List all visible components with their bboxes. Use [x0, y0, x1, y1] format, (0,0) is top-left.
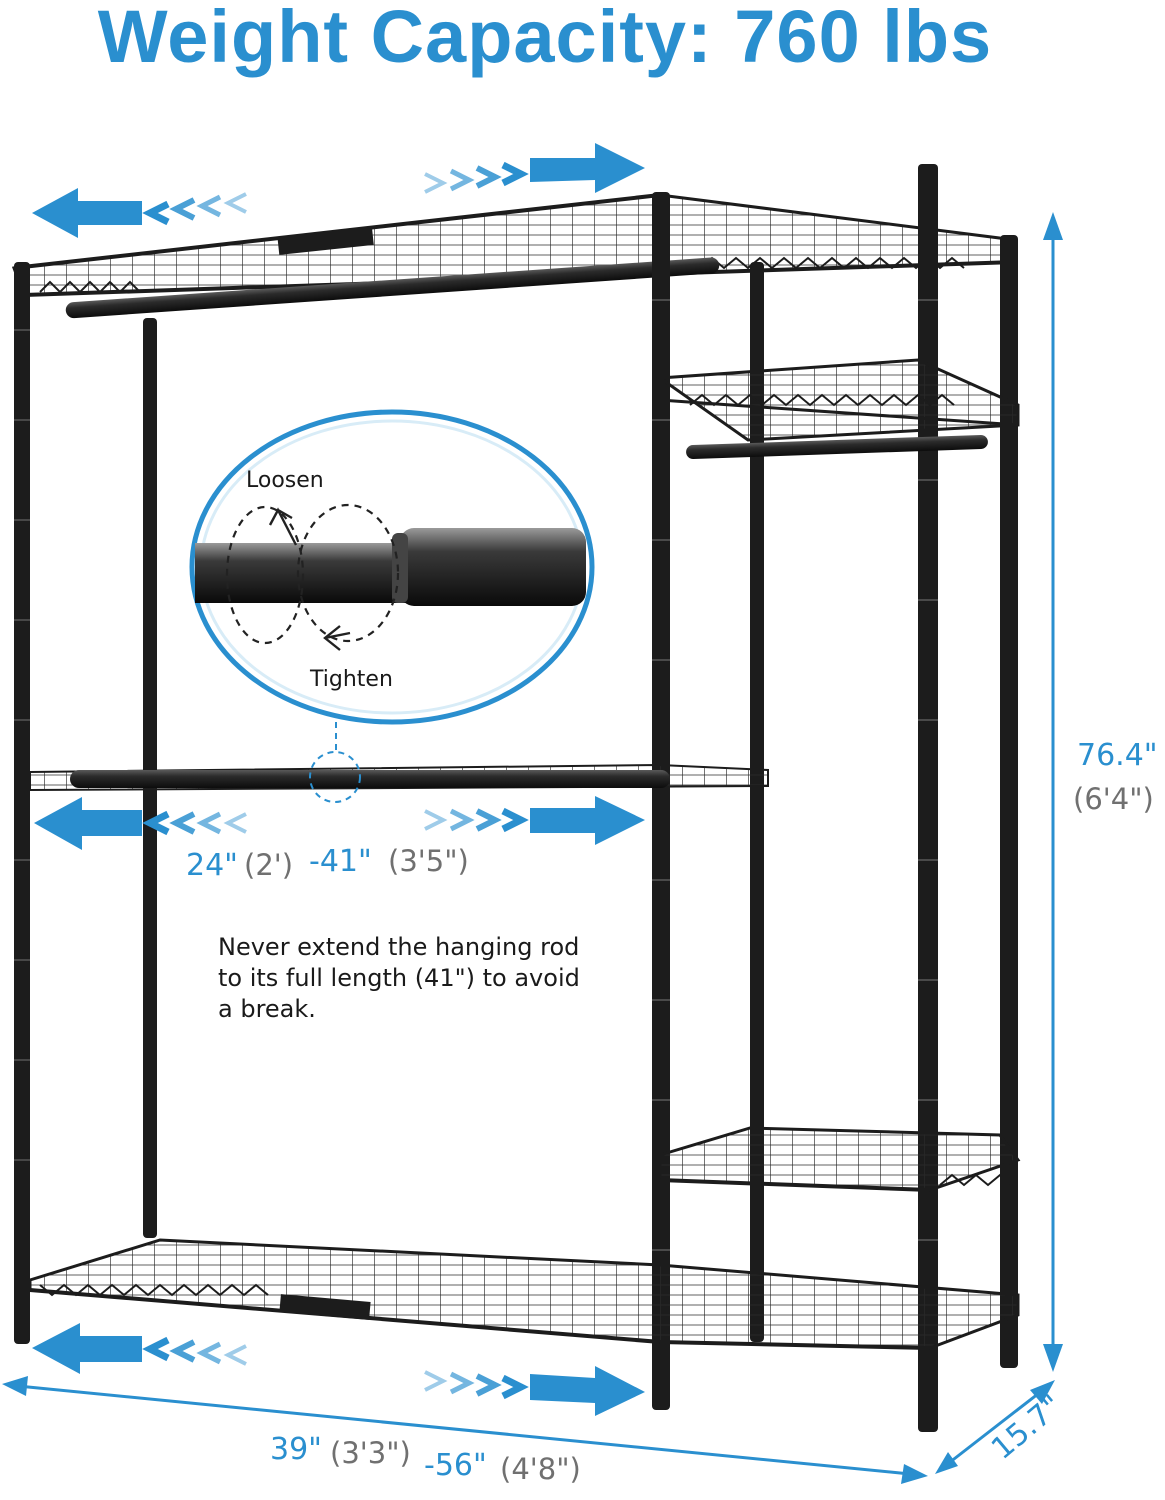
- rod-zoom-callout: [189, 409, 595, 803]
- height-feet-label: (6'4"): [1073, 782, 1154, 816]
- rod-min-length: 24": [186, 848, 238, 883]
- rod-warning-note: Never extend the hanging rod to its full…: [218, 933, 580, 1023]
- loosen-label: Loosen: [246, 468, 324, 493]
- top-right-extend-arrow: [424, 143, 645, 194]
- top-hanging-rod: [65, 257, 720, 319]
- weight-capacity-title: Weight Capacity: 760 lbs: [97, 0, 993, 78]
- bottom-shelf: [28, 1238, 1020, 1350]
- right-hanging-rod: [686, 434, 988, 460]
- rod-max-length-feet: (3'5"): [388, 844, 469, 878]
- width-min-feet-label: (3'3"): [330, 1436, 411, 1470]
- width-min-label: 39": [270, 1432, 322, 1467]
- height-inches-label: 76.4": [1077, 738, 1158, 773]
- top-left-extend-arrow: [32, 188, 247, 238]
- rod-min-length-feet: (2'): [244, 848, 294, 882]
- tighten-label: Tighten: [310, 667, 393, 692]
- depth-dimension-line: [935, 1380, 1055, 1474]
- middle-right-extend-arrow: [424, 796, 645, 845]
- bottom-left-extend-arrow: [32, 1323, 247, 1374]
- frame-posts: [14, 164, 1018, 1432]
- right-upper-shelf: [655, 358, 1020, 442]
- width-dimension-line: [2, 1376, 928, 1484]
- middle-left-extend-arrow: [34, 797, 247, 850]
- rod-max-length: -41": [309, 844, 372, 879]
- height-dimension-line: [1043, 212, 1063, 1372]
- width-max-feet-label: (4'8"): [500, 1452, 581, 1486]
- right-lower-shelf: [658, 1126, 1021, 1192]
- bottom-right-extend-arrow: [424, 1366, 645, 1416]
- width-max-label: -56": [424, 1448, 487, 1483]
- middle-rod-assembly: [29, 763, 769, 792]
